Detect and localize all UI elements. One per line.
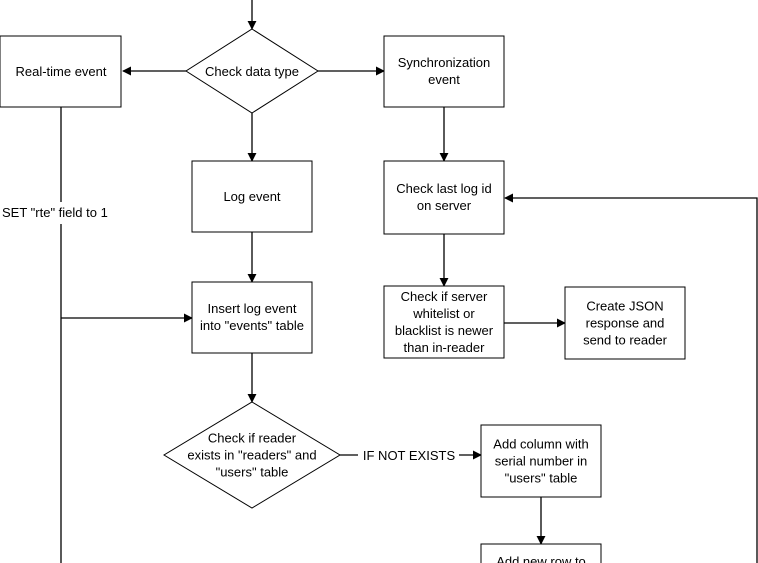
node-check-data-type: Check data type bbox=[185, 28, 319, 114]
node-log-event: Log event bbox=[191, 160, 313, 233]
node-label: Check data type bbox=[205, 64, 299, 79]
node-add-new-row: Add new row to bbox=[480, 543, 602, 563]
edge-label-set-rte: SET "rte" field to 1 bbox=[2, 205, 108, 220]
node-label: Add new row to bbox=[496, 554, 586, 563]
connectors bbox=[60, 0, 758, 563]
node-label: Real-time event bbox=[15, 64, 106, 79]
edge-loop-to-check-last bbox=[504, 193, 758, 563]
node-realtime-event: Real-time event bbox=[0, 35, 122, 108]
edge-label-if-not-exists: IF NOT EXISTS bbox=[363, 448, 456, 463]
node-label: Log event bbox=[223, 189, 280, 204]
